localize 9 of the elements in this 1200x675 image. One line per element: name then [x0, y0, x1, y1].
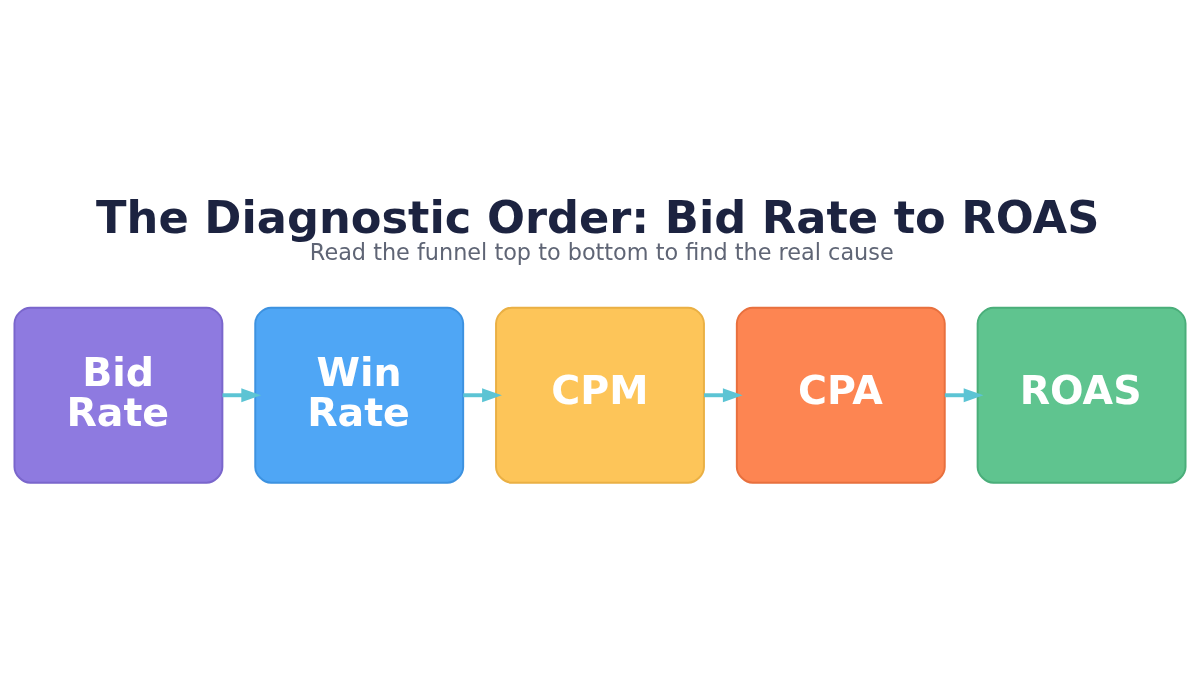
- node-box: CPA: [735, 306, 946, 484]
- arrow: [222, 387, 262, 402]
- arrow: [463, 387, 502, 402]
- node-box: Bid Rate: [13, 306, 224, 484]
- arrow: [704, 387, 743, 402]
- arrow: [944, 387, 984, 402]
- node-box: CPM: [495, 306, 705, 484]
- node-box: Win Rate: [254, 306, 465, 484]
- node-box: ROAS: [976, 306, 1187, 484]
